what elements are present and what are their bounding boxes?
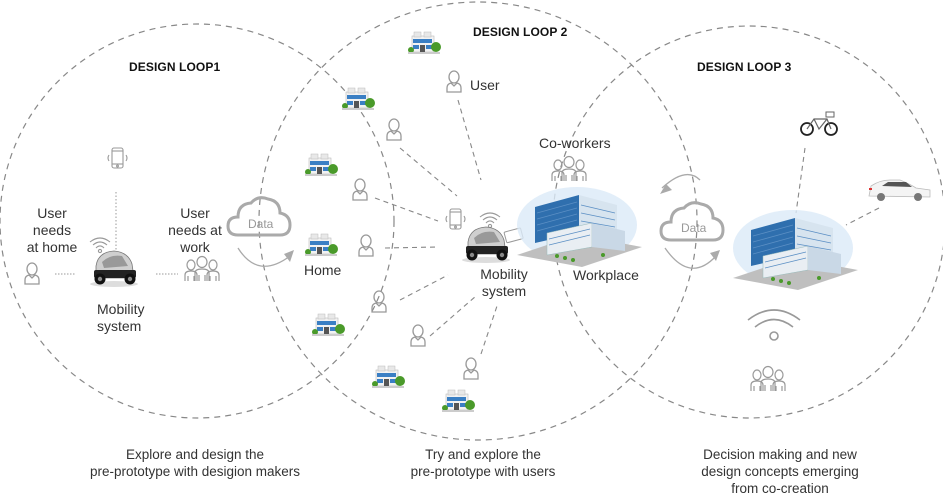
loop2-caption: Try and explore the pre-prototype with u… (398, 446, 568, 480)
arrow-head-icon (660, 184, 672, 194)
loop3-title: DESIGN LOOP 3 (697, 60, 792, 74)
data-flow-arrow (237, 247, 291, 267)
user-icon (410, 324, 426, 347)
label-line: Mobility (97, 301, 145, 317)
loop1-circle (0, 23, 395, 419)
loop3-caption: Decision making and new design concepts … (685, 446, 875, 497)
phone-icon (445, 208, 466, 230)
community-group-icon (750, 365, 786, 392)
user-needs-work-label: User needs at work (160, 205, 230, 256)
wifi-icon (479, 212, 501, 229)
user-icon (358, 234, 374, 257)
user-icon (24, 262, 40, 285)
caption-line: from co-creation (731, 481, 829, 496)
caption-line: design concepts emerging (701, 464, 859, 479)
mobility-car-icon (461, 226, 511, 264)
caption-line: Decision making and new (703, 447, 857, 462)
home-building-icon (441, 389, 476, 413)
loop2-title: DESIGN LOOP 2 (473, 25, 568, 39)
home-building-icon (371, 365, 406, 389)
user-icon (463, 357, 479, 380)
coworkers-label: Co-workers (539, 135, 611, 151)
loop1-title: DESIGN LOOP1 (129, 60, 221, 74)
mobility-car-icon (89, 250, 139, 288)
coworkers-icon (184, 255, 220, 282)
data-cloud-label: Data (248, 217, 274, 231)
label-line: User (180, 205, 210, 221)
caption-line: pre-prototype with users (410, 464, 556, 479)
arrow-head-icon (284, 250, 294, 262)
mobility-system-label: Mobility system (97, 301, 144, 335)
caption-line: pre-prototype with desigion makers (89, 464, 301, 479)
label-line: system (97, 318, 142, 334)
user-connectors (374, 99, 499, 355)
arrow-head-icon (710, 250, 720, 261)
car-icon (868, 179, 931, 201)
caption-line: Try and explore the (425, 447, 541, 462)
label-line: User (37, 205, 67, 221)
workplace-label: Workplace (573, 267, 639, 283)
user-label: User (470, 77, 500, 93)
label-line: work (180, 239, 210, 255)
data-flow-arrow (664, 247, 717, 269)
user-icon (352, 178, 368, 201)
caption-line: Explore and design the (125, 447, 265, 462)
mobility-system-label: Mobility system (478, 266, 530, 300)
home-label: Home (304, 262, 342, 278)
vehicle-connectors (795, 147, 880, 226)
user-icon (386, 118, 402, 141)
home-building-icon (311, 313, 346, 337)
loop1-caption: Explore and design the pre-prototype wit… (82, 446, 308, 480)
workplace-building-icon (516, 186, 643, 268)
user-icon (371, 290, 387, 313)
label-line: needs (32, 222, 72, 238)
label-line: Mobility (480, 266, 528, 282)
bicycle-icon (800, 111, 838, 136)
home-building-icon (304, 153, 339, 177)
phone-icon (107, 147, 128, 169)
user-needs-home-label: User needs at home (22, 205, 82, 256)
home-building-icon (407, 31, 442, 55)
label-line: system (481, 283, 527, 299)
city-building-icon (732, 209, 859, 291)
label-line: needs at (168, 222, 222, 238)
home-building-icon (341, 87, 376, 111)
wifi-large-icon (747, 309, 801, 341)
wifi-icon (89, 237, 111, 254)
user-icon (446, 70, 462, 93)
data-cloud-label: Data (681, 221, 707, 235)
coworkers-icon (551, 155, 587, 182)
home-building-icon (304, 233, 339, 257)
loop2-circle (258, 1, 698, 441)
label-line: at home (26, 239, 78, 255)
